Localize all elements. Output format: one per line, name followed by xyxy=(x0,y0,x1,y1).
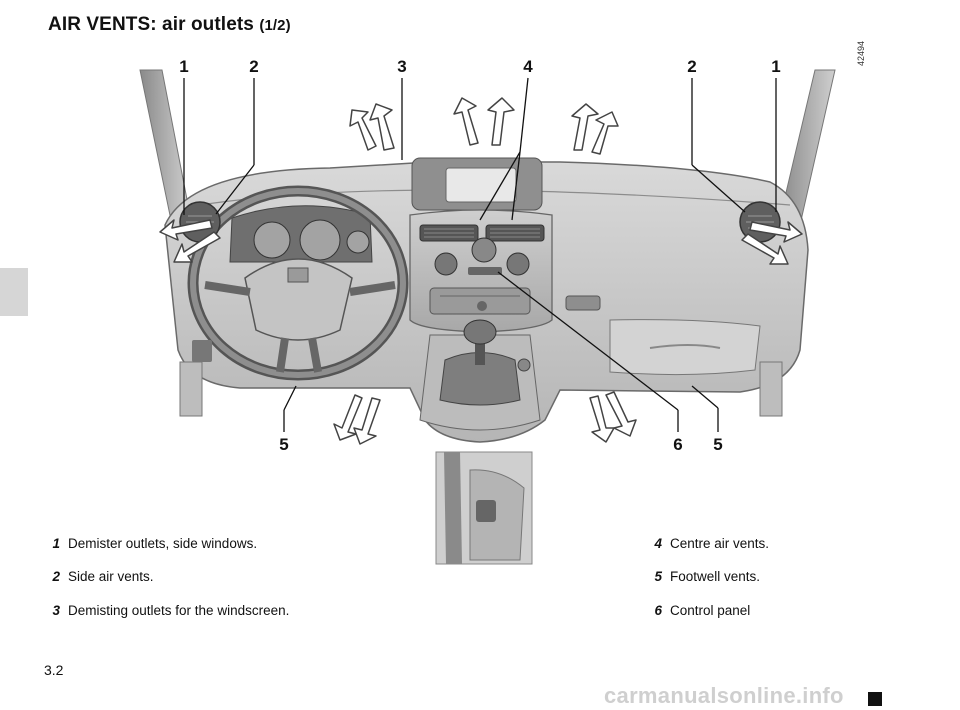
left-switch-panel xyxy=(192,340,212,362)
legend-num: 1 xyxy=(52,536,60,551)
nav-screen xyxy=(445,167,517,203)
page-title-suffix: (1/2) xyxy=(259,17,291,34)
legend-text: Centre air vents. xyxy=(670,536,770,551)
socket xyxy=(517,358,531,372)
control-knob-left xyxy=(434,252,458,276)
callout-5-left: 5 xyxy=(279,435,288,454)
callout-5-right: 5 xyxy=(713,435,722,454)
airflow-arrow-windscreen-left-a xyxy=(349,109,377,151)
legend-text: Demisting outlets for the windscreen. xyxy=(68,603,290,618)
steering-wheel-hub xyxy=(244,258,353,341)
callout-3: 3 xyxy=(397,57,406,76)
legend-num: 5 xyxy=(654,569,662,584)
gear-knob xyxy=(463,319,497,345)
legend-item-4: 4 Centre air vents. xyxy=(650,536,769,551)
legend-item-5: 5 Footwell vents. xyxy=(650,569,760,584)
legend-text: Side air vents. xyxy=(68,569,154,584)
airflow-arrow-left-side-a xyxy=(159,219,213,241)
airflow-arrow-windscreen-right-a xyxy=(571,103,599,151)
airflow-arrow-left-side-b xyxy=(173,231,221,263)
callout-1-left: 1 xyxy=(179,57,188,76)
callout-1-right: 1 xyxy=(771,57,780,76)
legend-item-6: 6 Control panel xyxy=(650,603,750,618)
callout-6: 6 xyxy=(673,435,682,454)
passenger-switch xyxy=(565,295,601,311)
right-support xyxy=(759,361,783,417)
airflow-arrow-right-side-a xyxy=(749,221,803,243)
airflow-arrow-footwell-left-b xyxy=(353,397,381,445)
radio-unit xyxy=(429,287,531,315)
airflow-arrow-footwell-right-b xyxy=(605,391,637,437)
control-knob-centre xyxy=(471,237,497,263)
page-title: AIR VENTS: air outlets (1/2) xyxy=(48,14,291,36)
legend-item-3: 3 Demisting outlets for the windscreen. xyxy=(48,603,289,618)
watermark: carmanualsonline.info xyxy=(604,683,844,708)
page-corner-mark xyxy=(868,692,882,706)
airflow-arrow-footwell-left-a xyxy=(333,394,363,441)
page-number: 3.2 xyxy=(44,662,64,678)
airflow-arrow-windscreen-right-b xyxy=(591,111,619,155)
legend-item-2: 2 Side air vents. xyxy=(48,569,154,584)
page-title-text: AIR VENTS: air outlets xyxy=(48,14,254,35)
airflow-arrow-windscreen-mid-b xyxy=(487,97,515,146)
legend-num: 3 xyxy=(52,603,60,618)
section-tab xyxy=(0,268,28,316)
glovebox xyxy=(609,319,761,376)
legend-num: 6 xyxy=(654,603,662,618)
legend-text: Footwell vents. xyxy=(670,569,761,584)
control-buttons xyxy=(468,267,502,275)
legend-text: Demister outlets, side windows. xyxy=(68,536,258,551)
callout-4: 4 xyxy=(523,57,533,76)
airbag-logo xyxy=(287,267,309,283)
legend-num: 2 xyxy=(52,569,60,584)
gear-stem xyxy=(475,335,485,365)
callout-2-left: 2 xyxy=(249,57,258,76)
airflow-arrow-footwell-right-a xyxy=(589,395,615,443)
left-support xyxy=(179,361,203,417)
legend-text: Control panel xyxy=(670,603,751,618)
legend-num: 4 xyxy=(654,536,662,551)
airflow-arrow-windscreen-left-b xyxy=(369,103,395,151)
gear-boot xyxy=(439,352,521,406)
callout-2-right: 2 xyxy=(687,57,696,76)
airflow-arrow-windscreen-mid-a xyxy=(453,97,479,146)
airflow-arrow-right-side-b xyxy=(741,233,789,265)
legend-item-1: 1 Demister outlets, side windows. xyxy=(48,536,257,551)
control-knob-right xyxy=(506,252,530,276)
